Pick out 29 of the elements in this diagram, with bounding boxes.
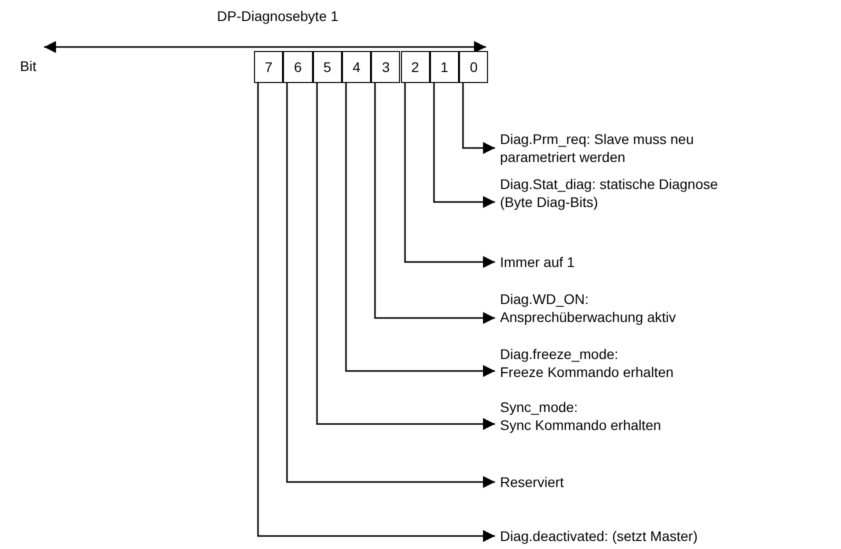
diagram-title: DP-Diagnosebyte 1 — [217, 8, 338, 24]
bit-cell: 1 — [430, 51, 460, 83]
arrow — [257, 83, 495, 542]
bit-cell: 6 — [283, 51, 313, 83]
description-text: Sync Kommando erhalten — [500, 416, 662, 434]
arrow — [374, 83, 495, 324]
description-text: Diag.WD_ON: — [500, 290, 590, 308]
description-text: Diag.Prm_req: Slave muss neu parametriert werden — [500, 130, 695, 166]
description-text: Sync_mode: — [500, 398, 579, 416]
description-text: Immer auf 1 — [500, 253, 576, 271]
bit-cell: 2 — [400, 51, 430, 83]
description-text: Freeze Kommando erhalten — [500, 363, 675, 381]
arrow — [433, 83, 495, 208]
description-text: Diag.Stat_diag: statische Diagnose (Byte Diag-Bits) — [500, 175, 719, 211]
arrow — [462, 83, 495, 154]
row-label: Bit — [20, 58, 36, 74]
description-text: Diag.deactivated: (setzt Master) — [500, 527, 699, 545]
bit-cell: 5 — [312, 51, 342, 83]
bit-cell: 4 — [342, 51, 372, 83]
arrow — [286, 83, 495, 488]
description-text: Reserviert — [500, 473, 565, 491]
description-text: Ansprechüberwachung aktiv — [500, 308, 677, 326]
arrow — [345, 83, 495, 377]
bit-cell: 3 — [371, 51, 400, 83]
arrow — [404, 83, 495, 268]
description-text: Diag.freeze_mode: — [500, 345, 620, 363]
bit-cell: 0 — [459, 51, 488, 83]
bit-cell: 7 — [254, 51, 284, 83]
arrow — [316, 83, 495, 430]
